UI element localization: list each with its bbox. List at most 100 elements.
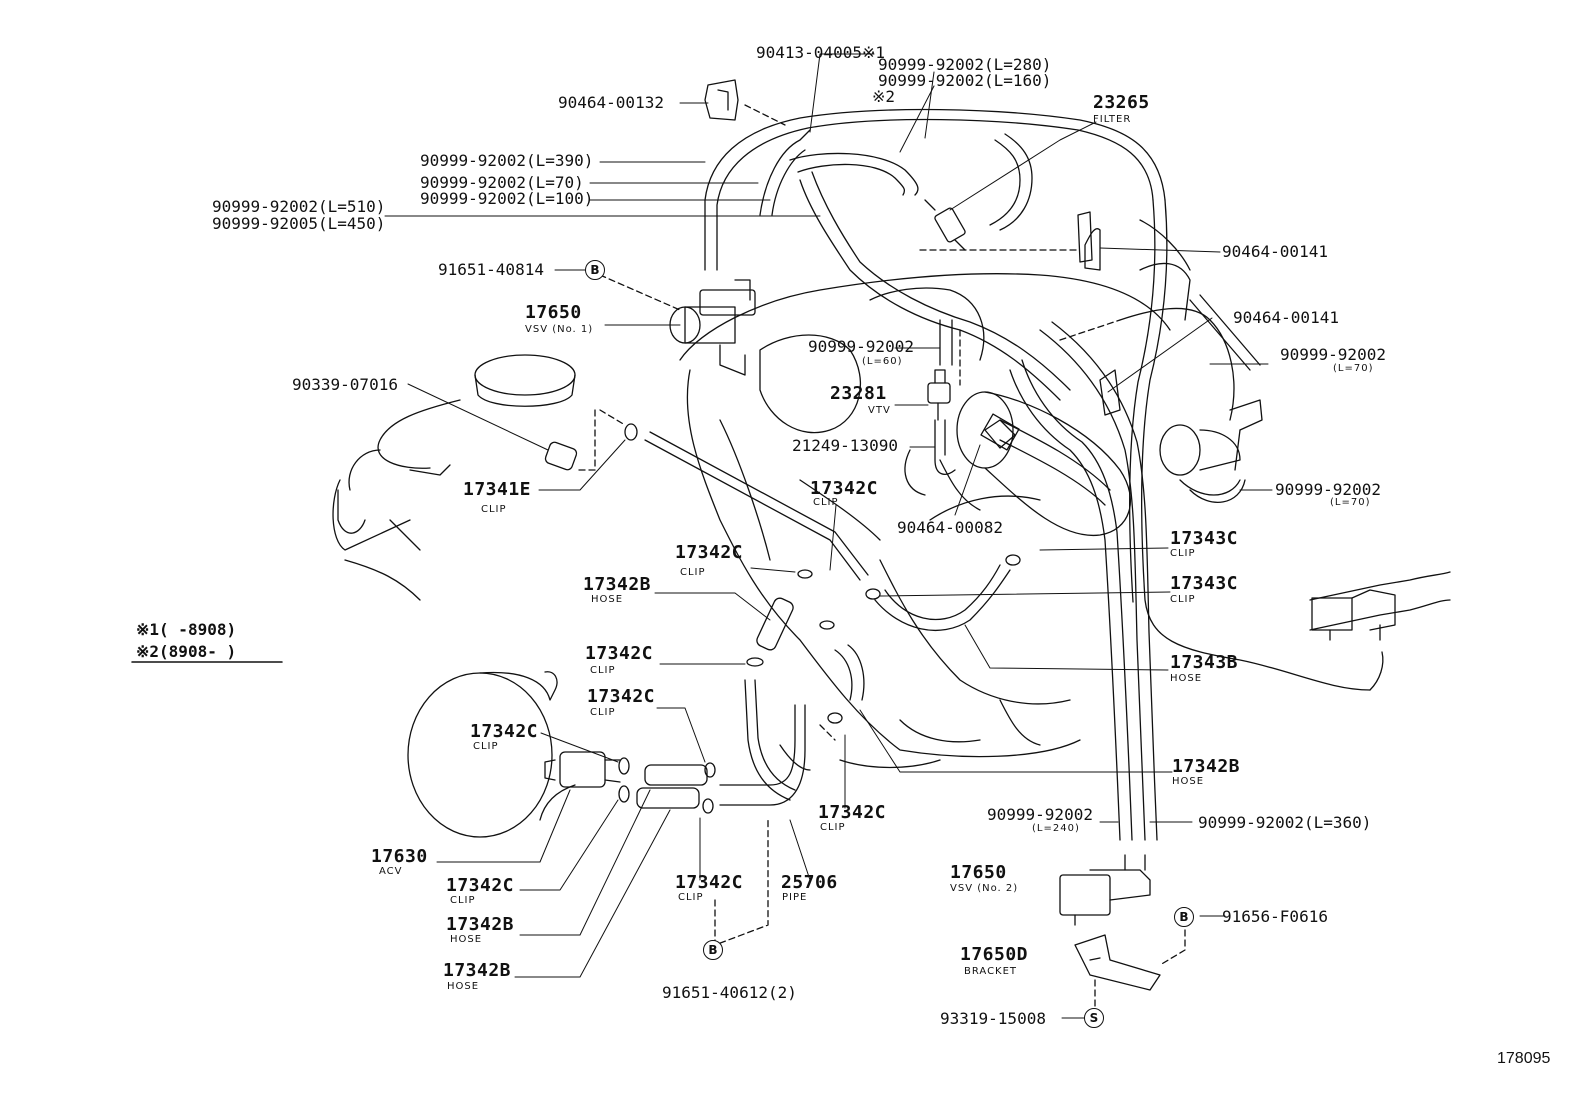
vsv-no1	[670, 280, 755, 375]
filter-23265	[925, 200, 966, 250]
part-label-90999-92002-right-2: 90999-92002	[1275, 480, 1381, 499]
right-side-assembly	[1085, 220, 1262, 502]
part-label-17342C-g: 17342C	[675, 872, 744, 893]
note-mark-2: ※2	[872, 87, 896, 106]
vtv-23281	[928, 320, 952, 420]
acv-17630	[408, 672, 620, 837]
part-label-17342C-h: 17342C	[446, 875, 515, 896]
part-label-23265: 23265	[1093, 92, 1150, 113]
part-label-17343C-upper: 17343C	[1170, 528, 1239, 549]
part-desc-clip: CLIP	[481, 504, 507, 515]
bracket-17650D	[1075, 935, 1160, 990]
part-desc-hose: HOSE	[450, 934, 483, 945]
part-label-90999-92002-right-1: 90999-92002	[1280, 345, 1386, 364]
part-label-90999-92002-l390: 90999-92002(L=390)	[420, 151, 594, 170]
part-label-17342B-j: 17342B	[443, 960, 512, 981]
clip-90464-00132	[705, 80, 738, 120]
part-label-90999-92002-l70: 90999-92002(L=70)	[420, 173, 584, 192]
part-label-23281: 23281	[830, 383, 887, 404]
part-label-21249-13090: 21249-13090	[792, 436, 898, 455]
part-desc-vsv-no1: VSV (No. 1)	[525, 324, 594, 335]
clip-90464-00141-a	[1078, 212, 1092, 262]
part-desc-clip: CLIP	[473, 741, 499, 752]
part-desc-clip: CLIP	[820, 822, 846, 833]
part-desc-clip: CLIP	[1170, 594, 1196, 605]
part-label-17342B-upper: 17342B	[583, 574, 652, 595]
part-desc-l60: (L=60)	[862, 356, 903, 367]
part-label-17343C-lower: 17343C	[1170, 573, 1239, 594]
part-label-90999-92002-l60: 90999-92002	[808, 337, 914, 356]
badge-s-icon: S	[1084, 1008, 1104, 1028]
part-desc-l240: (L=240)	[1032, 823, 1080, 834]
part-desc-l70-right-2: (L=70)	[1330, 497, 1371, 508]
part-label-17341E: 17341E	[463, 479, 532, 500]
part-desc-vsv-no2: VSV (No. 2)	[950, 883, 1019, 894]
part-desc-filter: FILTER	[1093, 114, 1132, 125]
part-label-17342B-i: 17342B	[446, 914, 515, 935]
part-number: 90413-04005	[756, 43, 862, 62]
part-label-90999-92005-l450: 90999-92005(L=450)	[212, 214, 386, 233]
part-label-90999-92002-l240: 90999-92002	[987, 805, 1093, 824]
part-desc-clip: CLIP	[680, 567, 706, 578]
part-label-90999-92002-l280: 90999-92002(L=280)	[878, 55, 1052, 74]
part-label-90464-00141-a: 90464-00141	[1222, 242, 1328, 261]
vsv-no2	[1060, 855, 1150, 925]
part-label-91651-40814: 91651-40814	[438, 260, 544, 279]
part-desc-clip: CLIP	[590, 665, 616, 676]
part-desc-hose: HOSE	[1172, 776, 1205, 787]
part-label-17342C-f: 17342C	[818, 802, 887, 823]
note-1: ※1( -8908)	[136, 620, 237, 639]
part-desc-pipe: PIPE	[782, 892, 808, 903]
lower-hose-system	[619, 424, 1020, 813]
part-label-25706: 25706	[781, 872, 838, 893]
part-label-17343B: 17343B	[1170, 652, 1239, 673]
part-label-90464-00082: 90464-00082	[897, 518, 1003, 537]
vacuum-hose-network	[705, 110, 1383, 840]
leader-lines	[385, 54, 1272, 1018]
part-label-90999-92002-l100: 90999-92002(L=100)	[420, 189, 594, 208]
part-desc-hose: HOSE	[447, 981, 480, 992]
engine-block	[680, 274, 1170, 768]
part-desc-clip: CLIP	[1170, 548, 1196, 559]
part-desc-bracket: BRACKET	[964, 966, 1018, 977]
part-label-17630: 17630	[371, 846, 428, 867]
part-label-17342C-c: 17342C	[585, 643, 654, 664]
part-label-90464-00132: 90464-00132	[558, 93, 664, 112]
clip-90464-00082	[985, 420, 1015, 448]
hose-21249	[905, 420, 955, 495]
part-desc-hose: HOSE	[1170, 673, 1203, 684]
badge-b-icon: B	[585, 260, 605, 280]
part-desc-l70-right-1: (L=70)	[1333, 363, 1374, 374]
part-label-17342B-right: 17342B	[1172, 756, 1241, 777]
part-desc-clip: CLIP	[590, 707, 616, 718]
part-label-91656-F0616: 91656-F0616	[1222, 907, 1328, 926]
part-label-90413-04005: 90413-04005※1	[756, 44, 885, 62]
air-cleaner-housing	[333, 355, 578, 600]
part-desc-clip: CLIP	[813, 497, 839, 508]
part-label-90339-07016: 90339-07016	[292, 375, 398, 394]
note-mark: ※1	[861, 43, 886, 62]
part-label-17650-no1: 17650	[525, 302, 582, 323]
part-label-93319-15008: 93319-15008	[940, 1009, 1046, 1028]
part-label-17342C-mid: 17342C	[675, 542, 744, 563]
part-desc-acv: ACV	[379, 866, 403, 877]
part-desc-hose: HOSE	[591, 594, 624, 605]
part-desc-vtv: VTV	[868, 405, 891, 416]
part-label-17342C-e: 17342C	[470, 721, 539, 742]
part-label-91651-40612: 91651-40612(2)	[662, 983, 797, 1002]
part-label-17342C-top: 17342C	[810, 478, 879, 499]
connector-right	[1310, 572, 1450, 640]
part-label-17650-no2: 17650	[950, 862, 1007, 883]
part-label-90464-00141-b: 90464-00141	[1233, 308, 1339, 327]
badge-b-icon: B	[1174, 907, 1194, 927]
part-label-90999-92002-l160: 90999-92002(L=160)	[878, 71, 1052, 90]
part-label-17342C-d: 17342C	[587, 686, 656, 707]
dashed-reference-lines	[575, 105, 1185, 1018]
part-desc-clip: CLIP	[678, 892, 704, 903]
part-desc-clip: CLIP	[450, 895, 476, 906]
diagram-reference-number: 178095	[1497, 1050, 1551, 1067]
note-2: ※2(8908- )	[136, 642, 237, 661]
badge-b-icon: B	[703, 940, 723, 960]
